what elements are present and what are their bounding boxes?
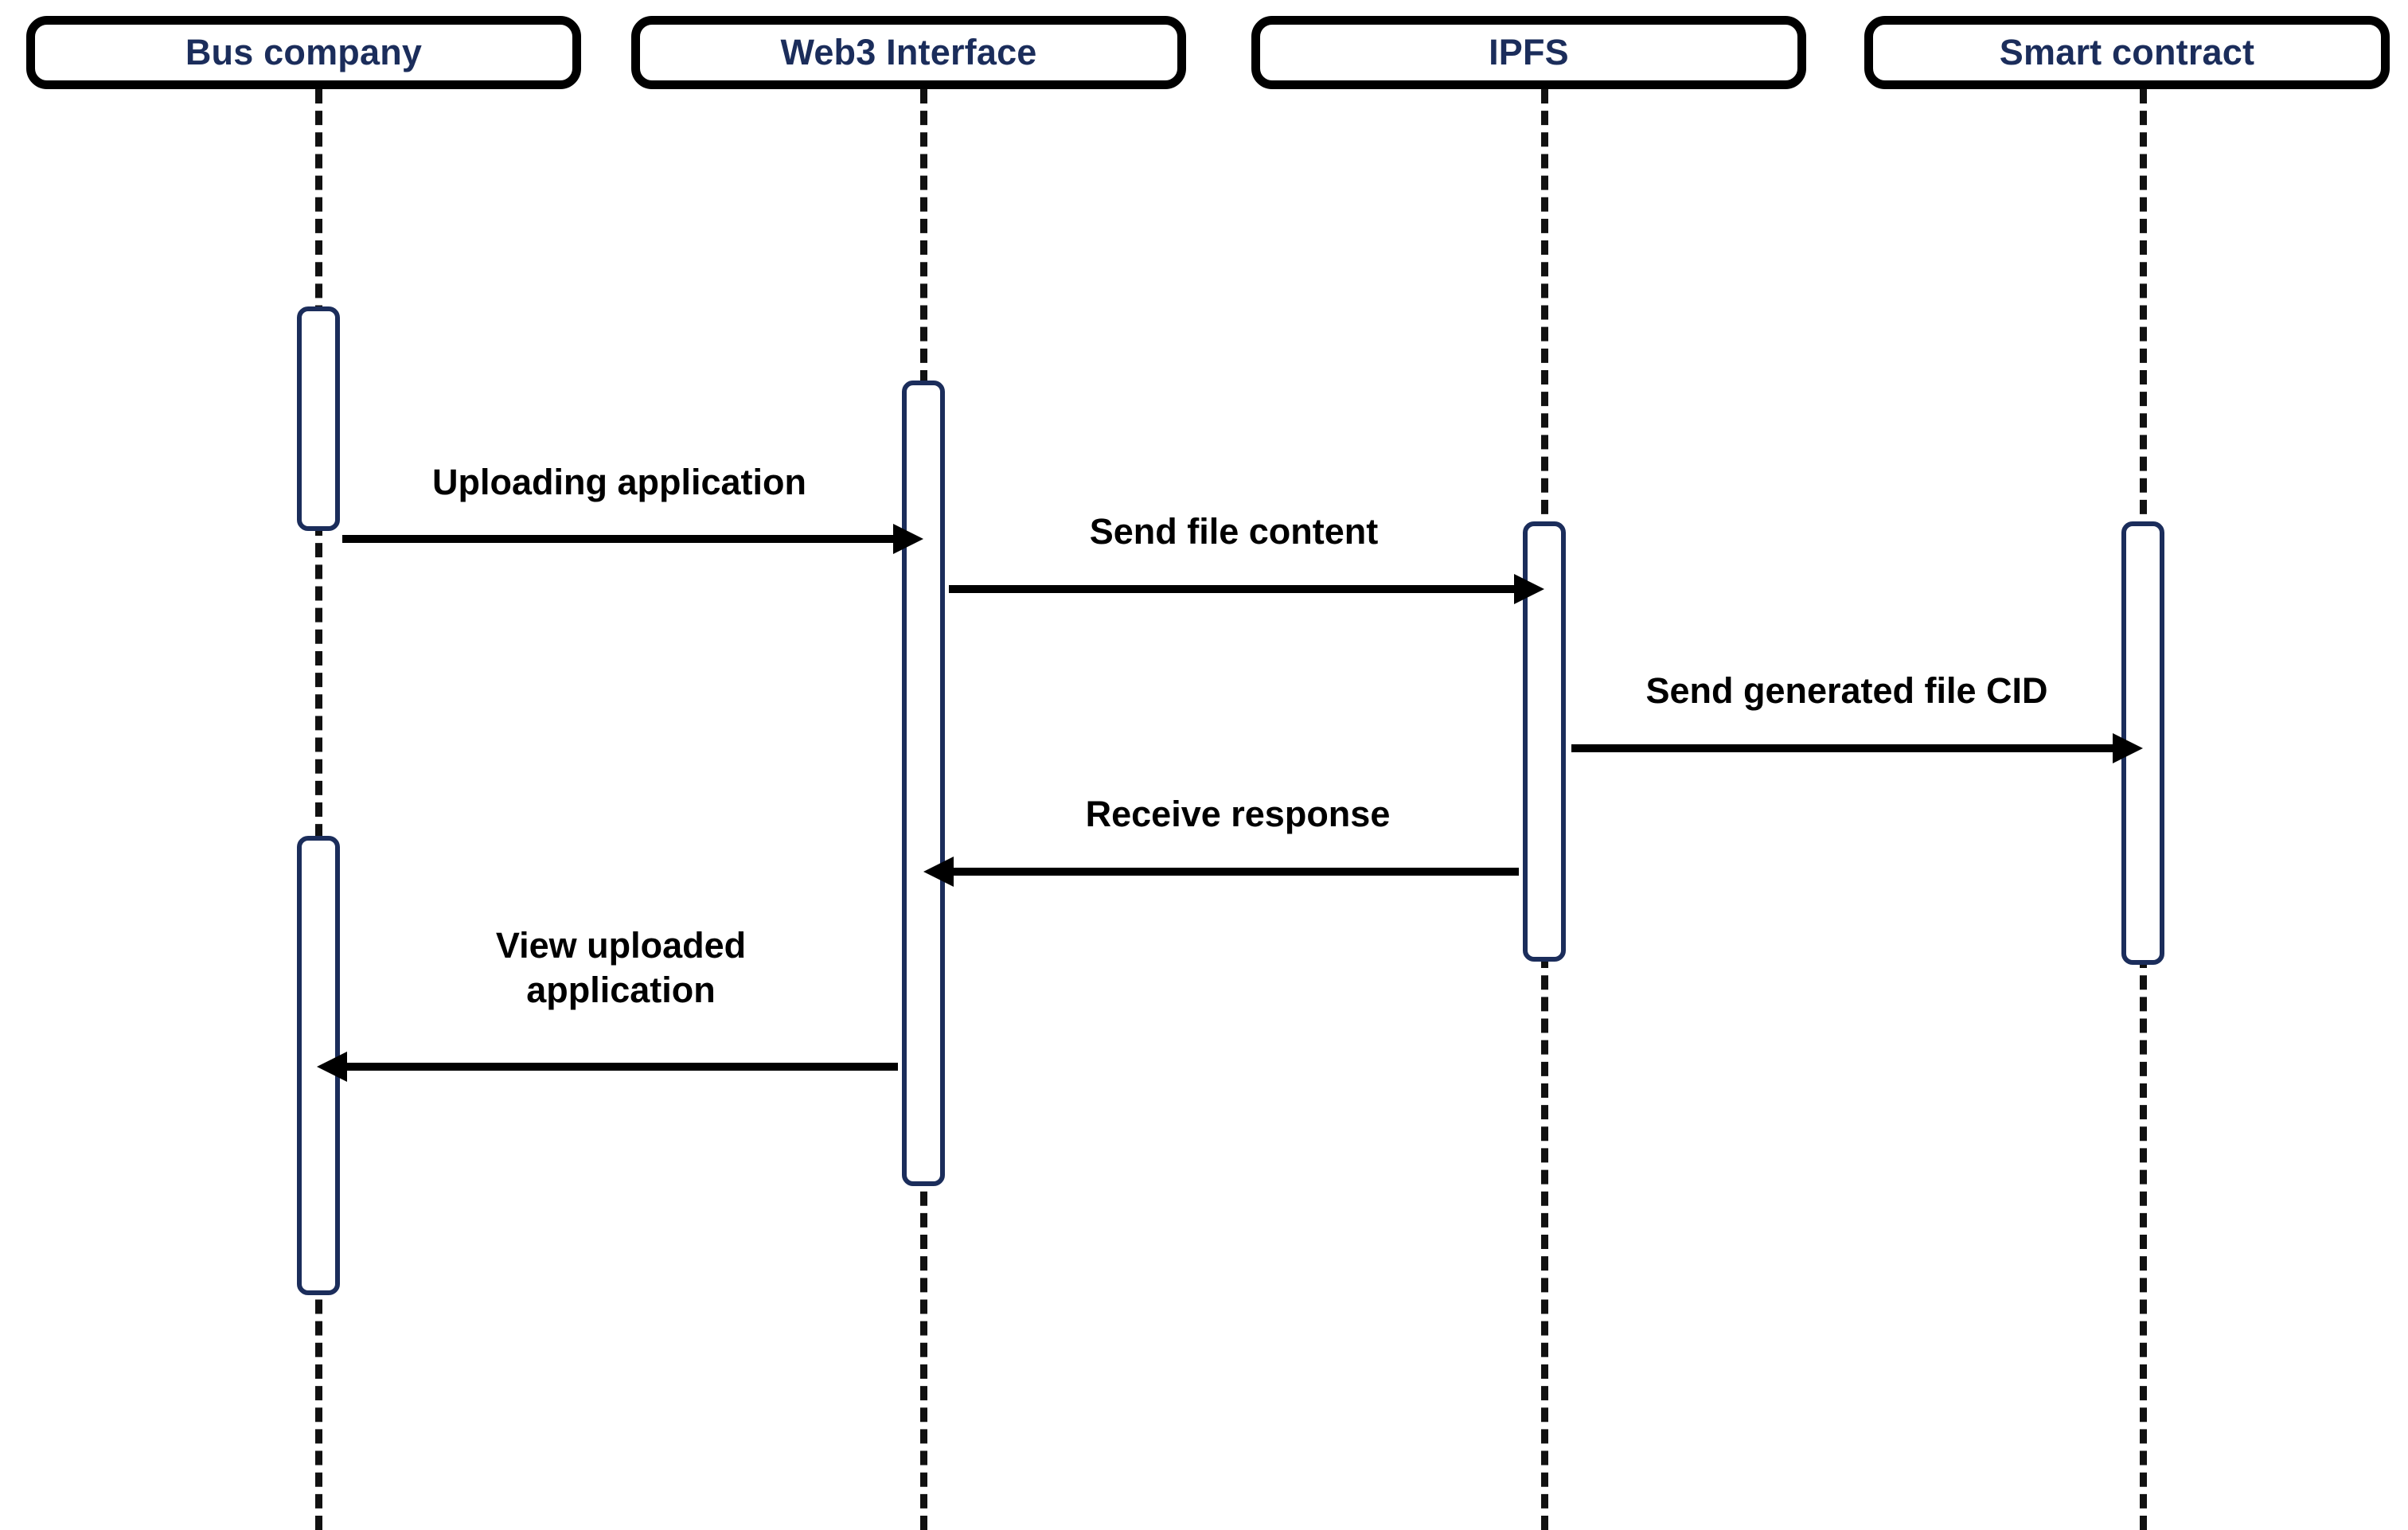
message-line-send-file-content [949, 585, 1519, 593]
arrowhead-receive-response [923, 857, 954, 887]
message-label-receive-response: Receive response [1085, 794, 1391, 834]
message-label-send-file-content: Send file content [1089, 511, 1379, 552]
message-line-view-uploaded-application [342, 1063, 898, 1071]
message-line-receive-response [949, 868, 1519, 876]
arrowhead-view-uploaded-application [317, 1052, 347, 1082]
participant-label-ipfs: IPFS [1489, 32, 1569, 72]
participant-label-web3-interface: Web3 Interface [780, 32, 1037, 72]
participant-label-smart-contract: Smart contract [1999, 32, 2255, 72]
message-label-uploading-application: Uploading application [432, 462, 806, 502]
activation-bar-bus-company-1[interactable] [297, 306, 340, 531]
participant-label-bus-company: Bus company [185, 32, 423, 72]
participant-box-web3-interface[interactable]: Web3 Interface [631, 16, 1186, 89]
arrowhead-send-generated-file-cid [2113, 733, 2143, 763]
activation-bar-web3-interface-1[interactable] [902, 381, 945, 1186]
lifeline-bus-company [315, 89, 322, 1530]
message-label-view-uploaded-application: View uploaded application [495, 925, 747, 1010]
participant-box-ipfs[interactable]: IPFS [1251, 16, 1806, 89]
message-line-uploading-application [342, 535, 898, 543]
message-label-send-generated-file-cid: Send generated file CID [1645, 670, 2048, 711]
participant-box-smart-contract[interactable]: Smart contract [1864, 16, 2390, 89]
arrowhead-send-file-content [1514, 574, 1544, 604]
message-line-send-generated-file-cid [1571, 744, 2117, 752]
participant-box-bus-company[interactable]: Bus company [26, 16, 581, 89]
arrowhead-uploading-application [893, 524, 923, 554]
